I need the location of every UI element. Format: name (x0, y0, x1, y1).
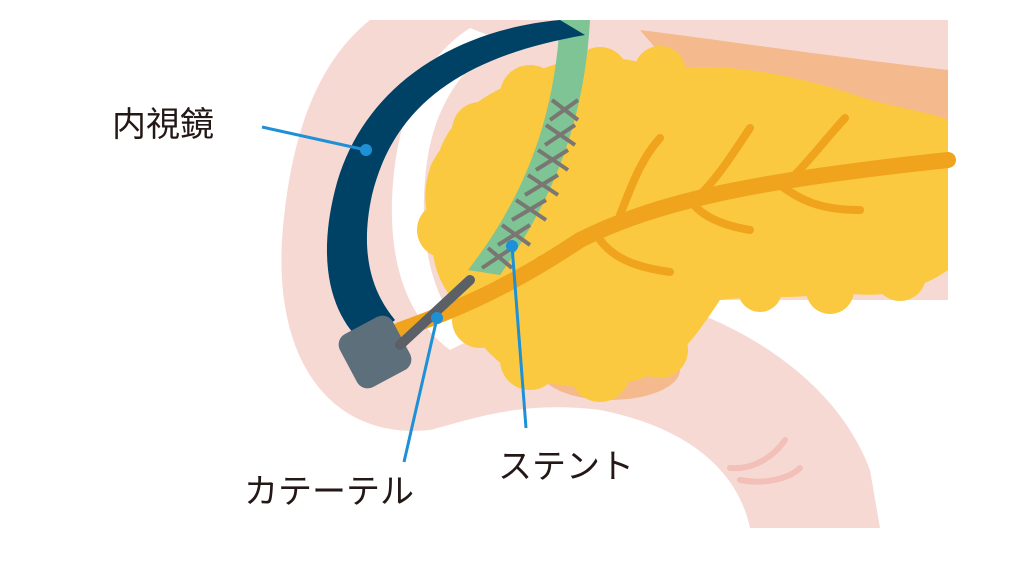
label-endoscope: 内視鏡 (112, 105, 214, 145)
endoscope (326, 20, 585, 389)
endoscope-tip (338, 315, 412, 389)
leader-lines (261, 125, 528, 463)
stent-mesh (480, 98, 580, 270)
pancreatic-duct (392, 114, 956, 338)
label-catheter: カテーテル (244, 472, 414, 512)
pancreas (417, 46, 948, 402)
label-stent: ステント (498, 447, 634, 487)
stent (468, 20, 590, 275)
